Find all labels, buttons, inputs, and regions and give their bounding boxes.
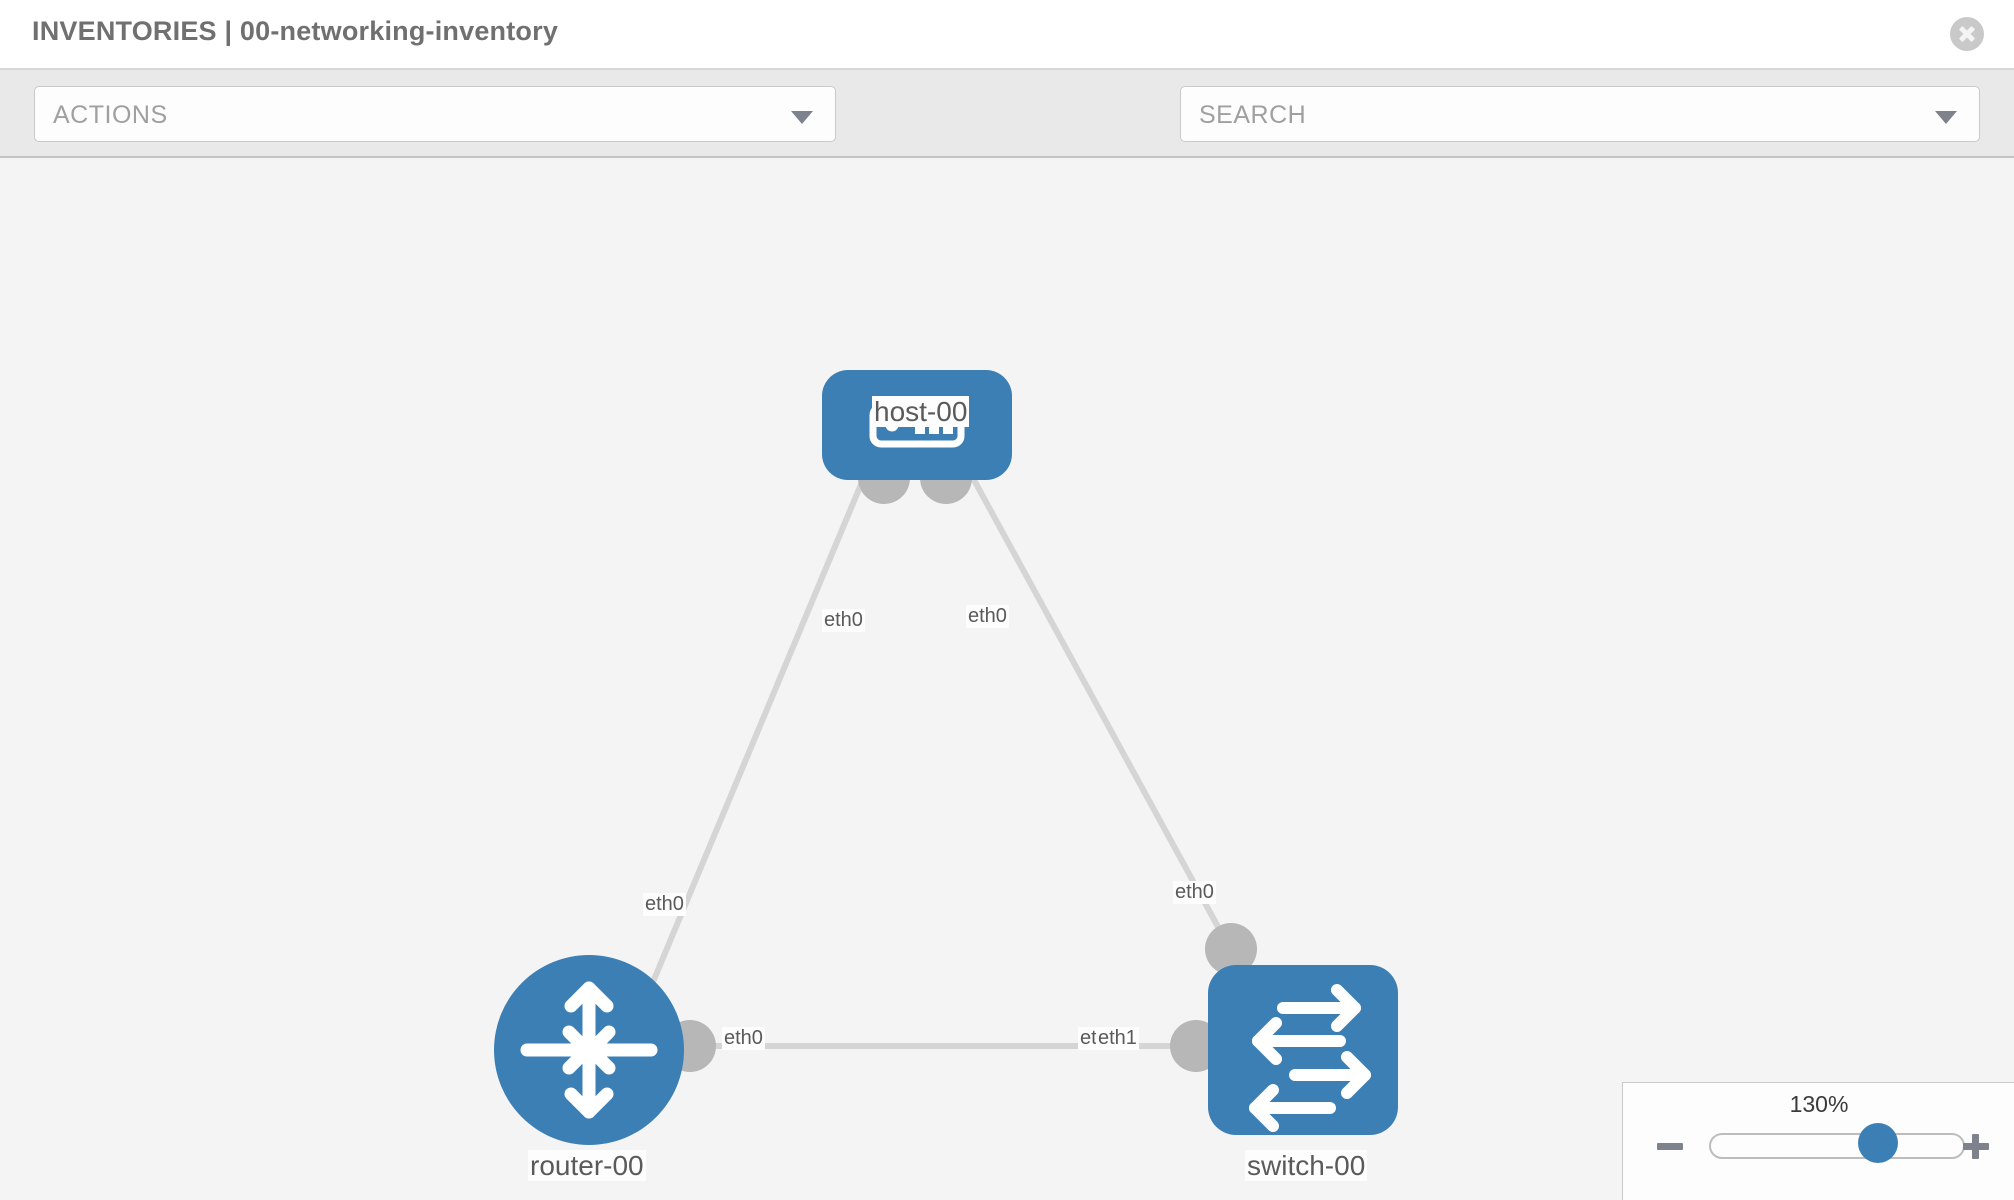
chevron-down-icon xyxy=(791,111,813,124)
edge-group xyxy=(637,456,1238,1049)
chevron-down-icon[interactable] xyxy=(1935,111,1957,124)
edge-host00-switch00[interactable] xyxy=(959,456,1238,960)
topology-canvas[interactable]: host-00 router-00 switch-00 eth0 eth0 et… xyxy=(0,158,2014,1200)
search-placeholder: SEARCH xyxy=(1199,101,1307,129)
edge-host00-router00[interactable] xyxy=(637,456,875,1015)
iface-label-router00-eth0: eth0 xyxy=(722,1027,765,1050)
connector-switch00-eth0[interactable] xyxy=(1205,923,1257,975)
page-header: INVENTORIES | 00-networking-inventory xyxy=(0,0,2014,70)
iface-label-switch00-to-host00: eth0 xyxy=(1173,881,1216,904)
switch-arrows-icon xyxy=(1249,984,1371,1132)
node-label-host-00: host-00 xyxy=(872,396,970,428)
actions-dropdown[interactable]: ACTIONS xyxy=(34,86,836,142)
plus-icon[interactable] xyxy=(1959,1129,1993,1163)
node-switch-00[interactable] xyxy=(1208,965,1398,1135)
zoom-control-panel: 130% xyxy=(1622,1082,2014,1200)
iface-label-switch00-eth1: eth1 xyxy=(1096,1027,1139,1050)
node-label-switch-00: switch-00 xyxy=(1245,1150,1368,1182)
zoom-slider-thumb[interactable] xyxy=(1857,1123,1898,1163)
zoom-percent-label: 130% xyxy=(1789,1091,1849,1117)
iface-label-host00-to-switch00: eth0 xyxy=(966,605,1009,628)
node-label-router-00: router-00 xyxy=(528,1150,646,1182)
close-icon[interactable] xyxy=(1950,17,1984,51)
iface-label-router00-to-host00: eth0 xyxy=(643,893,686,916)
connector-group xyxy=(664,452,1257,1072)
minus-icon[interactable] xyxy=(1653,1129,1687,1163)
iface-label-host00-to-router00: eth0 xyxy=(822,609,865,632)
node-router-00[interactable] xyxy=(494,955,684,1145)
page-title: INVENTORIES | 00-networking-inventory xyxy=(32,16,559,46)
toolbar: ACTIONS SEARCH xyxy=(0,70,2014,201)
search-input[interactable]: SEARCH xyxy=(1180,86,1980,142)
router-four-arrows-icon xyxy=(520,981,658,1119)
actions-dropdown-label: ACTIONS xyxy=(53,101,168,129)
zoom-slider-track[interactable] xyxy=(1709,1133,1965,1159)
topology-graph xyxy=(494,370,1398,1145)
